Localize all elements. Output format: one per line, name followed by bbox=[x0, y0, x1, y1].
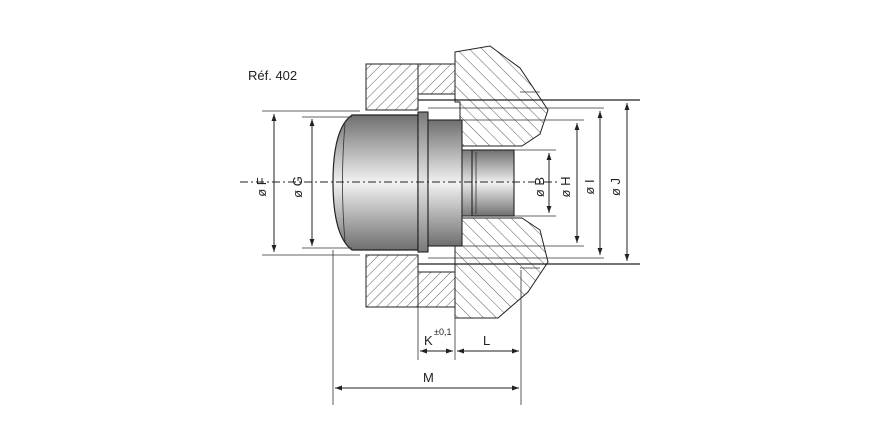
dimension-lines bbox=[271, 103, 630, 391]
reference-label: Réf. 402 bbox=[248, 68, 297, 83]
label-dia-G: ø G bbox=[290, 176, 305, 198]
label-L: L bbox=[483, 333, 490, 348]
label-dia-J: ø J bbox=[608, 178, 623, 196]
label-dia-B: ø B bbox=[532, 177, 547, 197]
label-K: K bbox=[424, 333, 433, 348]
outline-lines bbox=[418, 99, 640, 265]
housing-section bbox=[365, 45, 549, 319]
label-K-tolerance: ±0,1 bbox=[434, 327, 451, 337]
label-dia-I: ø I bbox=[582, 179, 597, 194]
extension-lines bbox=[262, 110, 584, 405]
label-dia-H: ø H bbox=[558, 177, 573, 198]
label-dia-F: ø F bbox=[254, 177, 269, 197]
steel-pin bbox=[332, 111, 515, 253]
label-M: M bbox=[423, 370, 434, 385]
